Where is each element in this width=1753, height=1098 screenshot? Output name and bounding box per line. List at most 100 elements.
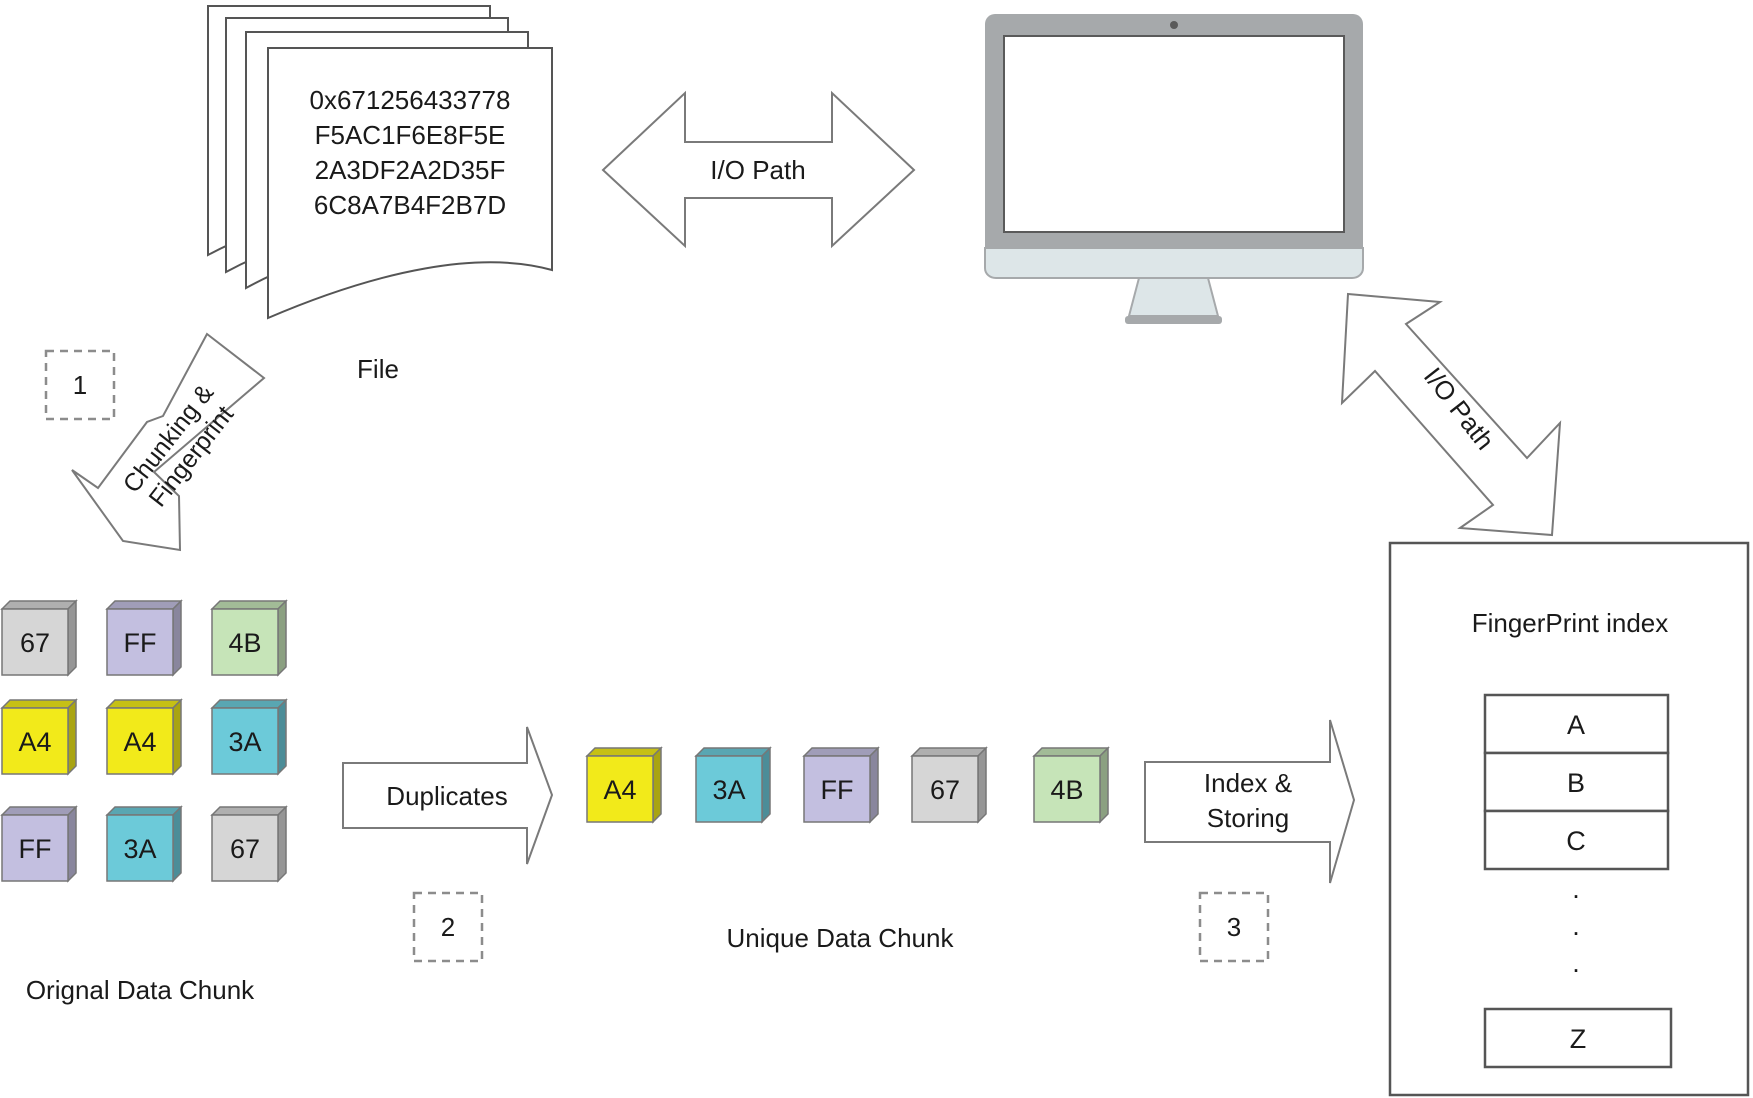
index-storing-label-line-1: Index & [1204, 768, 1292, 798]
original-chunk-5-label: A4 [123, 727, 156, 757]
original-chunk-2: FF [105, 599, 183, 677]
step-3-number: 3 [1227, 912, 1241, 942]
original-chunk-4-top-face [0, 699, 78, 709]
index-row-b [1483, 751, 1670, 813]
unique-chunk-2: 3A [694, 746, 772, 824]
original-chunk-8: 3A [105, 805, 183, 883]
original-chunk-6-front-face [211, 707, 279, 775]
original-chunk-3: 4B [210, 599, 288, 677]
original-chunk-2-front-face [106, 608, 174, 676]
monitor-icon [984, 14, 1364, 324]
original-chunk-5: A4 [105, 698, 183, 776]
original-chunk-5-top-face [105, 699, 183, 709]
original-chunk-9-label: 67 [230, 834, 260, 864]
unique-chunk-5-side-face [1099, 746, 1109, 824]
original-chunk-1-side-face [67, 599, 77, 677]
original-chunk-8-label: 3A [123, 834, 156, 864]
unique-chunk-3-front-face [803, 755, 871, 823]
original-chunk-8-side-face [172, 805, 182, 883]
original-chunk-1-front-face [1, 608, 69, 676]
original-chunk-2-side-face [172, 599, 182, 677]
unique-chunk-3-side-face [869, 746, 879, 824]
original-chunk-9-side-face [277, 805, 287, 883]
original-chunk-9-top-face [210, 806, 288, 816]
file-page-front [267, 47, 553, 320]
index-row-a-label: A [1567, 710, 1585, 740]
original-chunk-4-side-face [67, 698, 77, 776]
chunking-arrow [71, 332, 266, 552]
original-chunk-7-front-face [1, 814, 69, 882]
original-chunk-4-label: A4 [18, 727, 51, 757]
original-chunk-8-front-face [106, 814, 174, 882]
unique-chunk-3-top-face [802, 747, 880, 757]
duplicates-arrow [342, 726, 554, 865]
fingerprint-index-table [1483, 693, 1673, 1069]
index-row-c [1483, 809, 1670, 871]
file-hex-line-2: F5AC1F6E8F5E [315, 120, 506, 150]
unique-chunk-5-front-face [1033, 755, 1101, 823]
unique-chunk-1-side-face [652, 746, 662, 824]
original-chunk-7-top-face [0, 806, 78, 816]
unique-chunk-4-label: 67 [930, 775, 960, 805]
step-2-number: 2 [441, 912, 455, 942]
unique-chunk-4-top-face [910, 747, 988, 757]
index-storing-label-line-2: Storing [1207, 803, 1289, 833]
monitor-camera-icon [1170, 21, 1178, 29]
original-chunk-8-top-face [105, 806, 183, 816]
unique-chunk-3-label: FF [821, 775, 854, 805]
unique-chunk-3: FF [802, 746, 880, 824]
original-chunk-6: 3A [210, 698, 288, 776]
file-stack-icon [207, 5, 553, 320]
unique-chunk-row: A4 3A FF 67 4B [585, 746, 1110, 824]
original-chunk-4: A4 [0, 698, 78, 776]
unique-chunk-4: 67 [910, 746, 988, 824]
original-chunk-7-label: FF [19, 834, 52, 864]
monitor-stand [1127, 277, 1220, 317]
unique-chunk-1-front-face [586, 755, 654, 823]
unique-chunk-1: A4 [585, 746, 663, 824]
index-row-b-label: B [1567, 768, 1585, 798]
unique-chunk-4-side-face [977, 746, 987, 824]
unique-chunk-1-label: A4 [603, 775, 636, 805]
io-path-top-label: I/O Path [710, 155, 805, 185]
fingerprint-index-title: FingerPrint index [1472, 608, 1669, 638]
unique-chunk-5-top-face [1032, 747, 1110, 757]
original-chunk-6-side-face [277, 698, 287, 776]
unique-chunk-4-front-face [911, 755, 979, 823]
index-ellipsis-dot-3: . [1572, 948, 1580, 978]
index-row-a [1483, 693, 1670, 755]
original-chunk-1-label: 67 [20, 628, 50, 658]
original-chunk-caption: Orignal Data Chunk [26, 975, 255, 1005]
unique-chunk-2-side-face [761, 746, 771, 824]
original-chunk-6-label: 3A [228, 727, 261, 757]
original-chunk-1: 67 [0, 599, 78, 677]
original-chunk-3-label: 4B [228, 628, 261, 658]
unique-chunk-5: 4B [1032, 746, 1110, 824]
step-2-badge [412, 891, 484, 963]
original-chunk-6-top-face [210, 699, 288, 709]
original-chunk-4-front-face [1, 707, 69, 775]
io-path-right-arrow [1340, 292, 1562, 537]
step-3-badge [1198, 891, 1270, 963]
file-hex-line-3: 2A3DF2A2D35F [315, 155, 506, 185]
original-chunk-9-front-face [211, 814, 279, 882]
monitor-base [1125, 316, 1222, 324]
file-caption: File [357, 354, 399, 384]
monitor-screen [1003, 35, 1345, 233]
step-1-badge [44, 349, 116, 421]
index-storing-arrow [1144, 719, 1356, 884]
original-chunk-5-front-face [106, 707, 174, 775]
unique-chunk-1-top-face [585, 747, 663, 757]
unique-chunk-5-label: 4B [1050, 775, 1083, 805]
original-chunk-9: 67 [210, 805, 288, 883]
index-row-z-label: Z [1570, 1024, 1587, 1054]
original-chunk-2-top-face [105, 600, 183, 610]
file-hex-line-4: 6C8A7B4F2B7D [314, 190, 506, 220]
original-chunk-7-side-face [67, 805, 77, 883]
monitor-chin [984, 247, 1364, 279]
index-row-z [1483, 1007, 1673, 1069]
io-path-top-arrow [601, 90, 916, 249]
